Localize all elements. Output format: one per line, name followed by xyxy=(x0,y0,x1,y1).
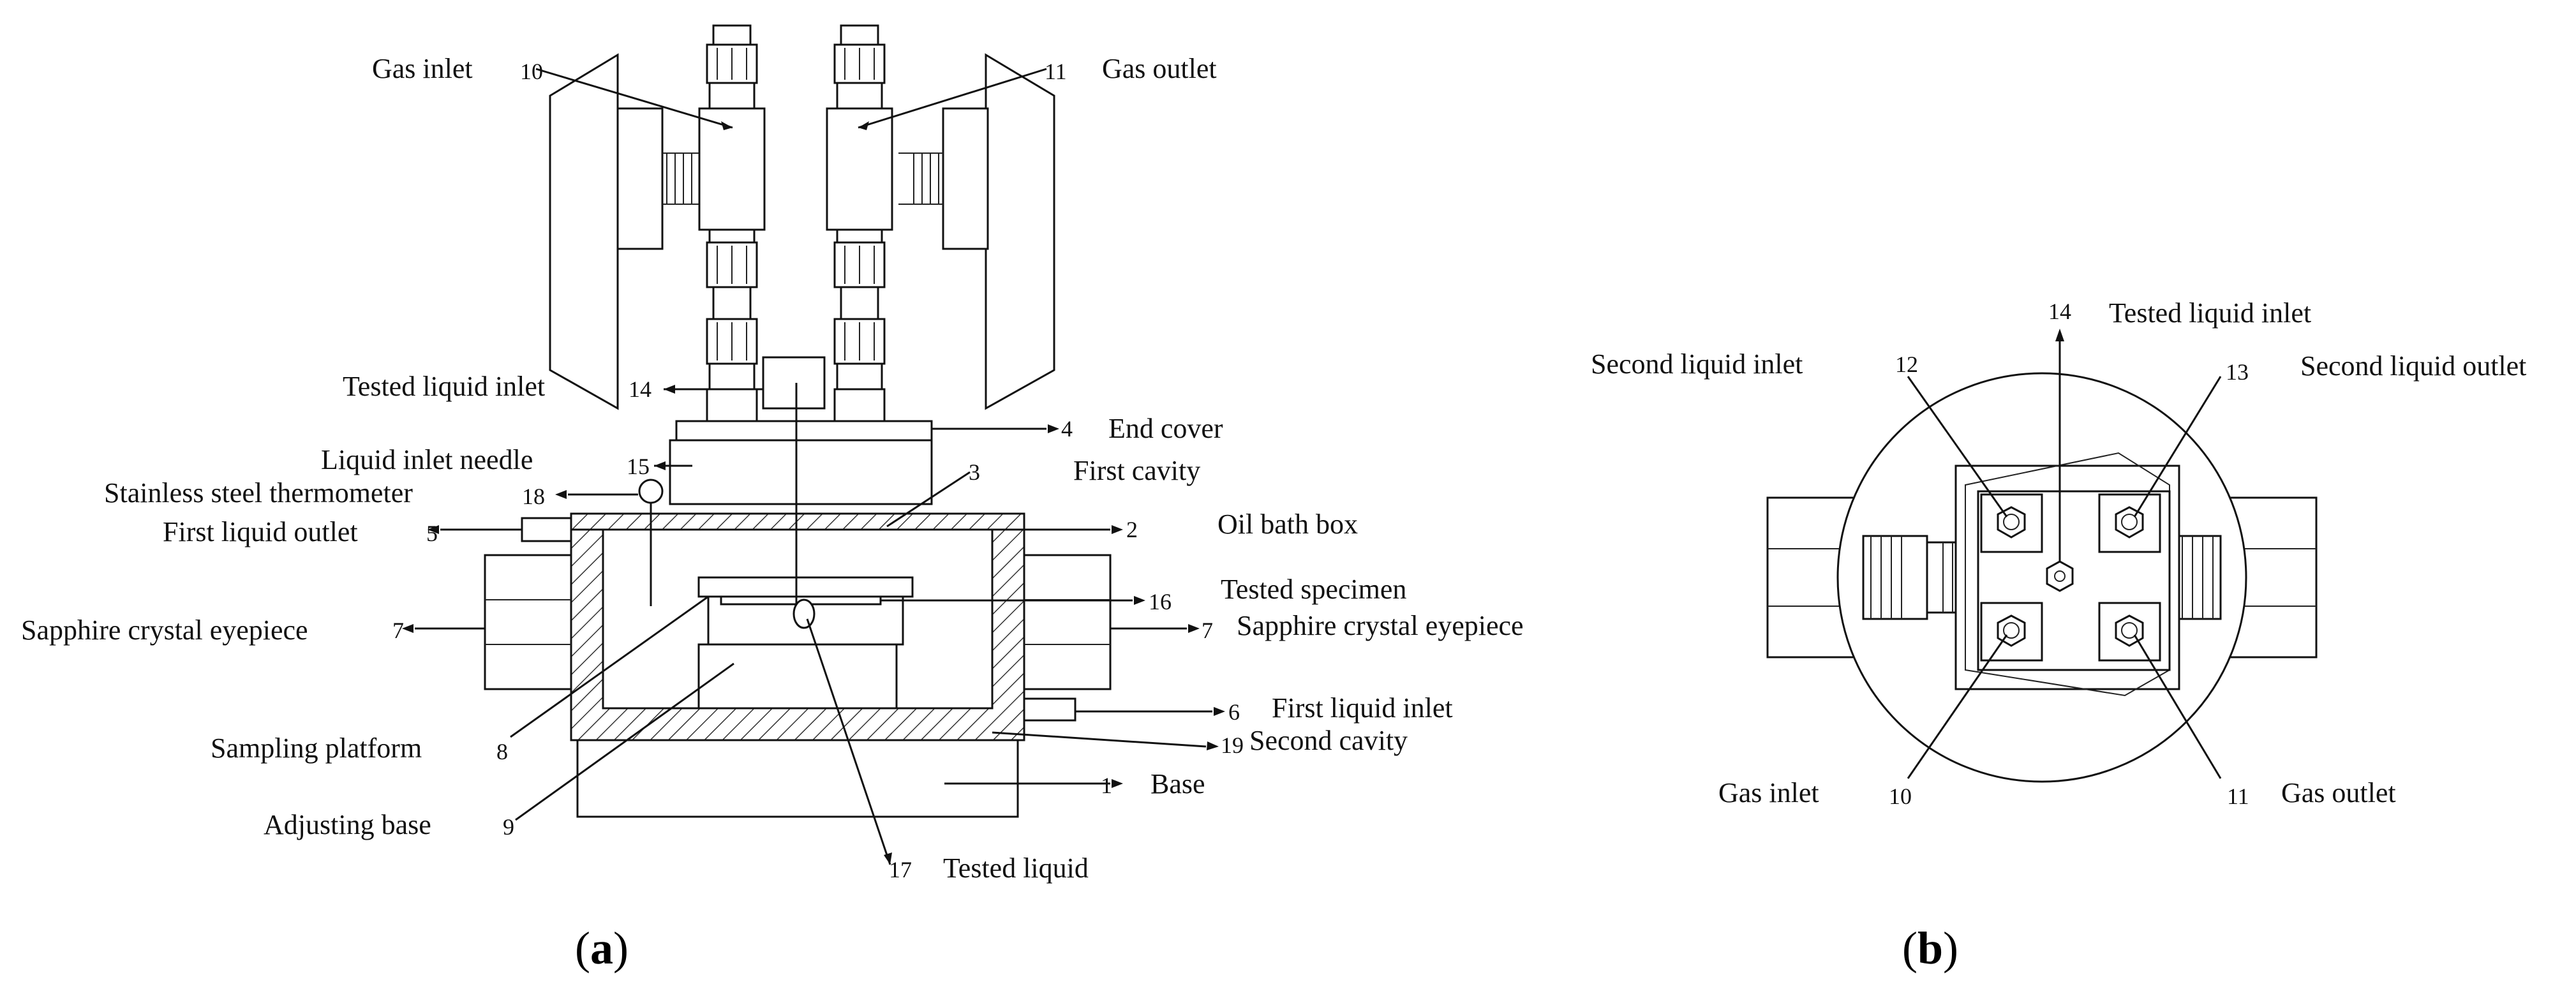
base-number: 1 xyxy=(1101,773,1112,798)
port-11 xyxy=(2098,602,2161,662)
port-13 xyxy=(2098,493,2161,553)
b-gas-inlet-label: Gas inlet xyxy=(1718,777,1819,808)
sapphire-eyepiece-right-label: Sapphire crystal eyepiece xyxy=(1237,610,1524,641)
panel-a-arrowheads xyxy=(402,121,1225,865)
liquid-inlet-needle-label: Liquid inlet needle xyxy=(321,444,533,475)
tested-specimen-label: Tested specimen xyxy=(1221,574,1406,605)
gas-outlet-valve xyxy=(826,24,893,422)
base-label: Base xyxy=(1150,768,1205,799)
gas-inlet-number: 10 xyxy=(520,59,543,84)
panel-b-drawing xyxy=(1766,372,2318,783)
first-liquid-outlet-pipe xyxy=(521,517,572,542)
panel-b-caption: (b) xyxy=(1902,923,1958,974)
first-liquid-outlet-label: First liquid outlet xyxy=(163,516,358,547)
gas-outlet-number: 11 xyxy=(1045,59,1067,84)
tested-liquid-inlet-number: 14 xyxy=(629,376,651,402)
oil-bath-box-label: Oil bath box xyxy=(1217,509,1358,540)
left-side-plate xyxy=(549,53,619,410)
first-liquid-inlet-label: First liquid inlet xyxy=(1272,692,1453,724)
panel-b-labels: 14 Tested liquid inlet Second liquid inl… xyxy=(1591,297,2526,809)
panel-a-drawing xyxy=(484,24,1112,818)
tested-liquid-inlet-label: Tested liquid inlet xyxy=(343,371,545,402)
base-block xyxy=(576,739,1019,818)
tested-liquid-drop xyxy=(793,599,815,629)
adjusting-base-label: Adjusting base xyxy=(264,809,431,840)
sapphire-eyepiece-right-number: 7 xyxy=(1202,618,1213,643)
end-cover-plate xyxy=(675,420,933,442)
first-liquid-inlet-pipe xyxy=(1023,697,1076,722)
tested-liquid-label: Tested liquid xyxy=(943,852,1089,884)
sapphire-eyepiece-left-number: 7 xyxy=(392,618,404,643)
left-eyepiece xyxy=(484,554,572,690)
right-side-bracket xyxy=(942,107,989,250)
b-second-liquid-outlet-number: 13 xyxy=(2226,359,2249,385)
tested-specimen-number: 16 xyxy=(1149,589,1172,614)
end-cover-number: 4 xyxy=(1061,416,1073,442)
liquid-inlet-needle-number: 15 xyxy=(627,454,650,479)
thermometer-number: 18 xyxy=(522,484,545,509)
b-gas-inlet-number: 10 xyxy=(1889,784,1912,809)
gas-inlet-valve xyxy=(698,24,766,422)
cover-neck xyxy=(669,439,933,505)
port-14 xyxy=(2046,560,2074,592)
oil-bath-box-number: 2 xyxy=(1126,517,1138,542)
b-second-liquid-outlet-label: Second liquid outlet xyxy=(2300,350,2526,382)
left-side-bracket xyxy=(616,107,664,250)
gas-inlet-label: Gas inlet xyxy=(372,53,473,84)
tested-liquid-inlet-block xyxy=(762,356,826,410)
b-gas-outlet-number: 11 xyxy=(2227,784,2249,809)
b-tested-liquid-inlet-number: 14 xyxy=(2048,299,2071,324)
first-liquid-outlet-number: 5 xyxy=(426,521,438,546)
panel-a-leaders xyxy=(415,68,1212,865)
thermometer-head xyxy=(638,479,664,504)
adjusting-base-block xyxy=(697,643,898,710)
first-cavity-label: First cavity xyxy=(1073,455,1200,486)
b-gas-outlet-label: Gas outlet xyxy=(2281,777,2396,808)
right-eyepiece xyxy=(1023,554,1112,690)
adjusting-base-number: 9 xyxy=(503,814,514,840)
b-second-liquid-inlet-label: Second liquid inlet xyxy=(1591,348,1803,380)
second-cavity-number: 19 xyxy=(1221,732,1244,758)
panel-b-arrowhead xyxy=(2055,329,2064,341)
first-cavity-number: 3 xyxy=(969,459,980,485)
sampling-platform-number: 8 xyxy=(496,739,508,764)
b-second-liquid-inlet-number: 12 xyxy=(1895,352,1918,377)
first-liquid-inlet-number: 6 xyxy=(1228,699,1240,725)
panel-a-labels: Gas inlet 10 11 Gas outlet Tested liquid… xyxy=(21,53,1524,884)
thermometer-label: Stainless steel thermometer xyxy=(104,477,413,509)
tested-liquid-number: 17 xyxy=(889,857,912,882)
right-side-plate xyxy=(985,53,1055,410)
b-tested-liquid-inlet-label: Tested liquid inlet xyxy=(2109,297,2311,329)
panel-a-caption: (a) xyxy=(575,923,629,974)
second-cavity-label: Second cavity xyxy=(1249,725,1408,756)
panel-b-leaders xyxy=(1907,335,2222,779)
end-cover-label: End cover xyxy=(1108,413,1223,444)
gas-outlet-label: Gas outlet xyxy=(1102,53,1217,84)
sampling-platform-label: Sampling platform xyxy=(211,732,422,764)
port-12 xyxy=(1980,493,2043,553)
sampling-platform-top xyxy=(697,576,914,598)
port-10 xyxy=(1980,602,2043,662)
sapphire-eyepiece-left-label: Sapphire crystal eyepiece xyxy=(21,614,308,646)
